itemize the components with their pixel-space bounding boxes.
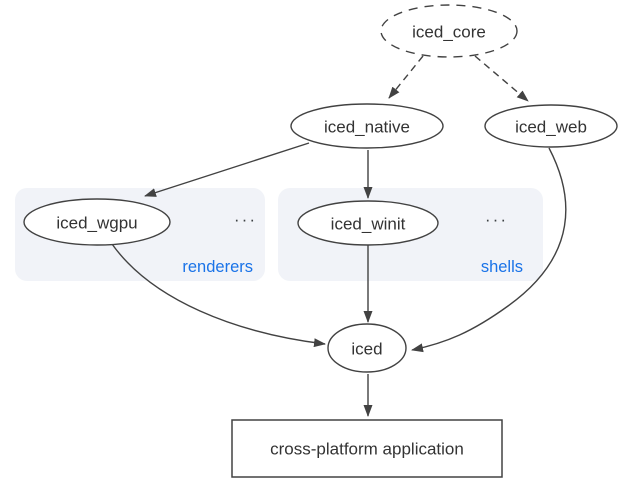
node-iced-wgpu-label: iced_wgpu [56,214,137,233]
node-iced-web-shape [484,104,618,148]
shells-ellipsis: ... [485,207,508,226]
node-iced-winit-shape [297,200,439,246]
edge-iced_wgpu-to-iced [111,243,326,348]
node-iced-winit-label: iced_winit [331,215,406,234]
renderers-group-label: renderers [182,258,253,276]
node-iced-web-label: iced_web [515,118,587,137]
renderers-ellipsis: ... [234,207,257,226]
edge-iced_core-to-iced_web [474,55,529,102]
node-application-label: cross-platform application [270,440,464,459]
edge-iced_core-to-iced_native [388,55,424,99]
node-iced-shape [327,323,407,373]
node-iced-native-label: iced_native [324,118,410,137]
node-iced-wgpu-shape [23,198,171,246]
node-iced-native-shape [290,103,444,149]
node-iced-core-label: iced_core [412,23,486,42]
edge-iced_native-to-iced_wgpu [144,142,310,197]
node-iced-core-shape [380,4,518,58]
edge-iced_web-to-iced [411,147,567,353]
node-application-shape [231,419,503,478]
node-iced-label: iced [351,340,382,359]
shells-group-label: shells [481,258,523,276]
